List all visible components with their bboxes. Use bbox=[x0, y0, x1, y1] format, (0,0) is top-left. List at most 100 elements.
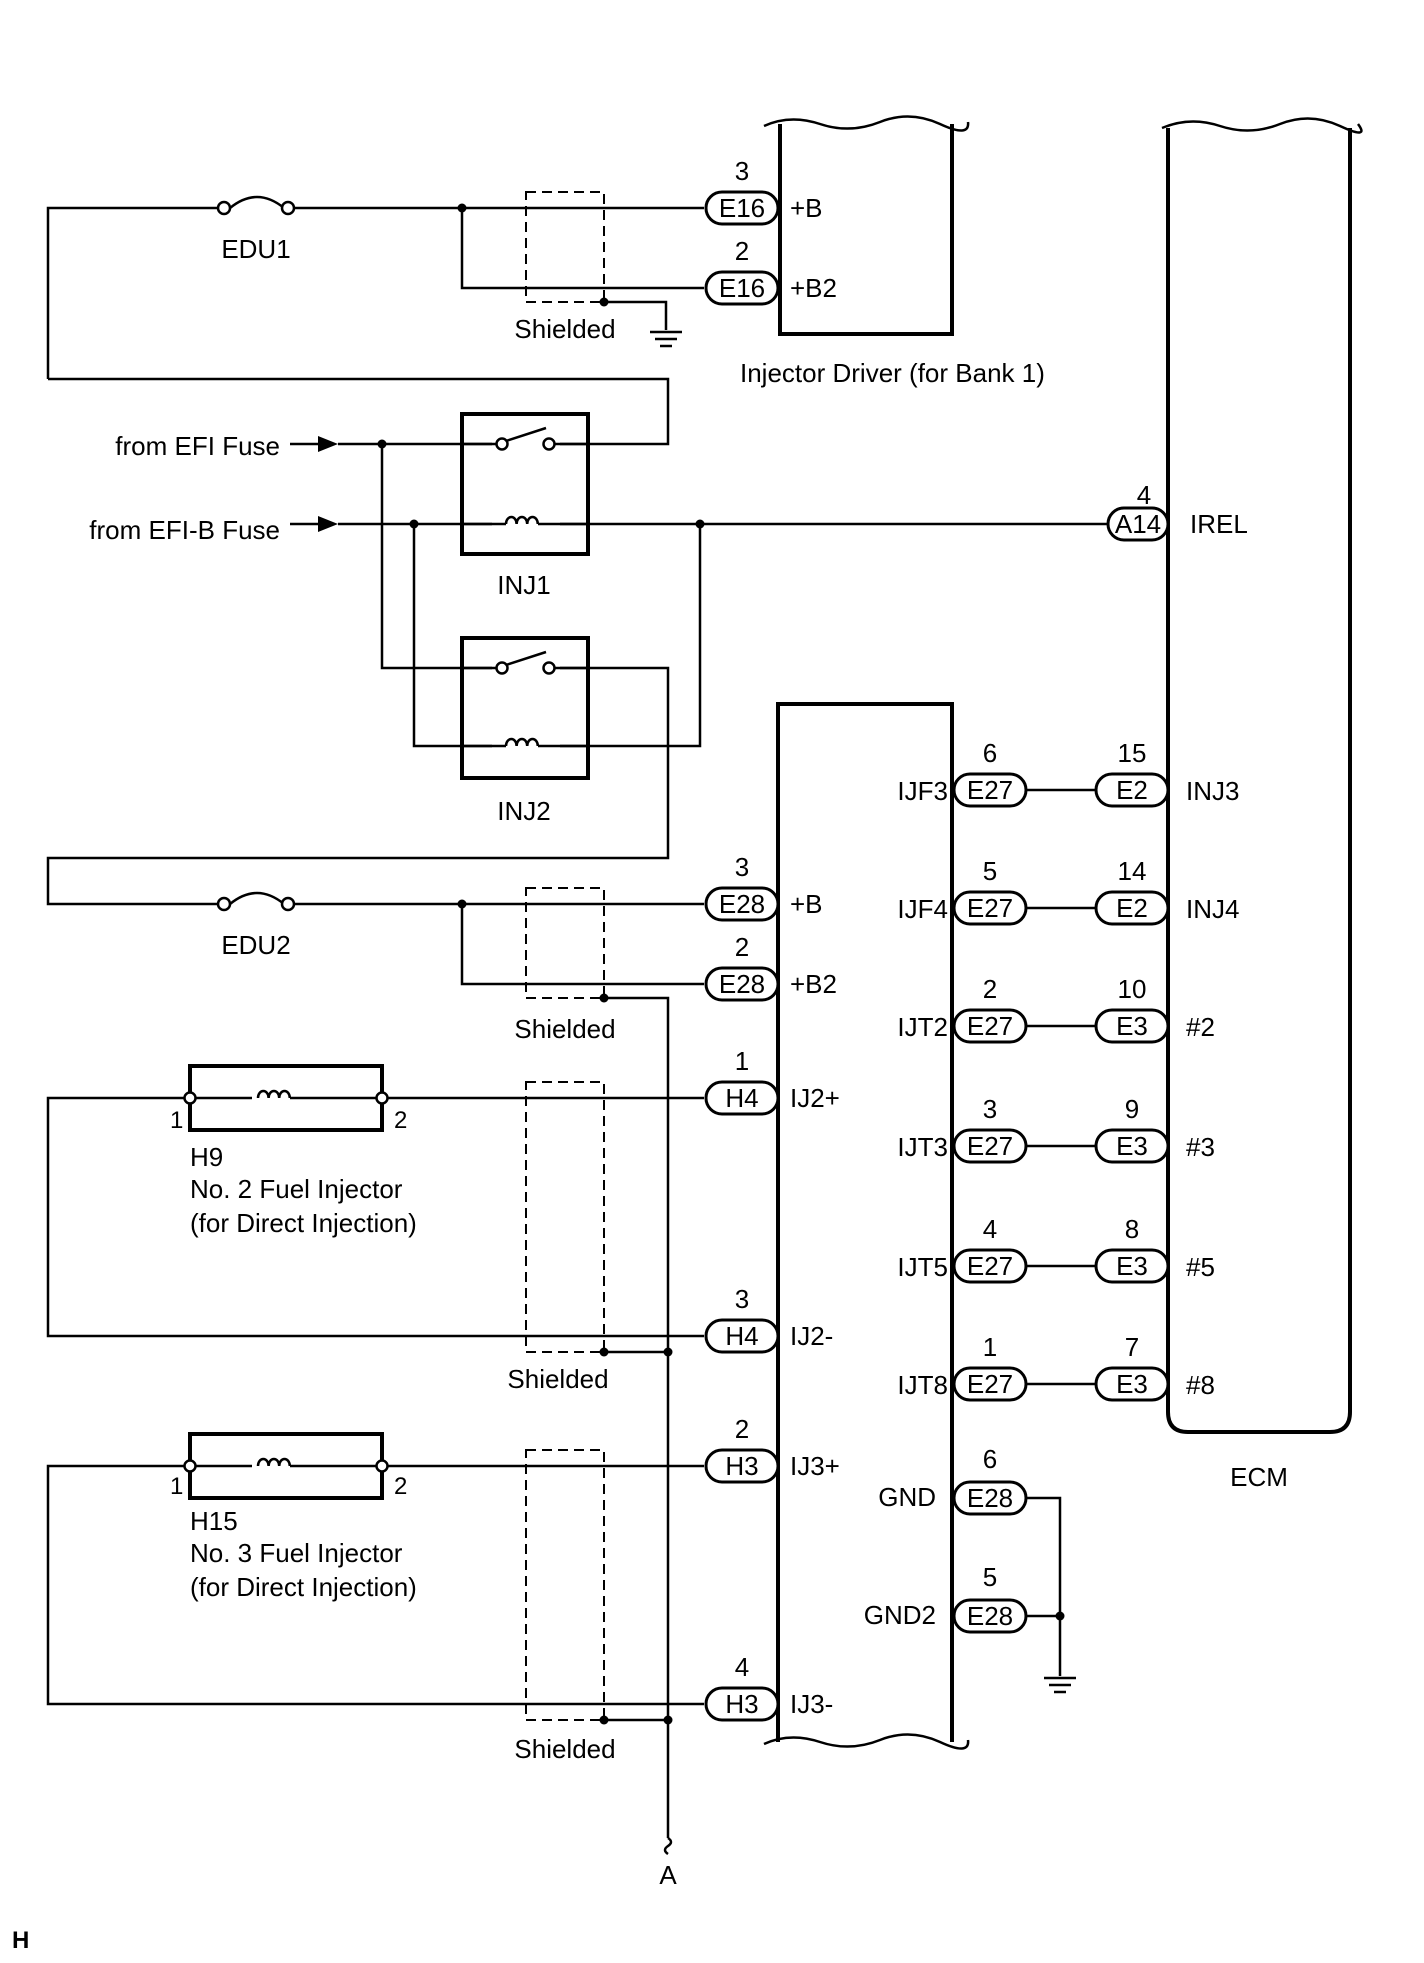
e16-connector-pin-2: 2 E16 +B2 bbox=[704, 236, 837, 306]
signal-label: IJ3+ bbox=[790, 1451, 840, 1481]
link-ijt5-no5: IJT5 4 E27 8 E3 #5 bbox=[897, 1214, 1215, 1284]
ecm-signal-label: INJ3 bbox=[1186, 776, 1239, 806]
signal-label: +B bbox=[790, 193, 823, 223]
inj2-relay-label: INJ2 bbox=[497, 796, 550, 826]
ecm-connector-id: E2 bbox=[1116, 893, 1148, 923]
h9-injector-circuit bbox=[46, 1064, 704, 1357]
connector-oval bbox=[704, 270, 780, 306]
ground-pin-number: 5 bbox=[983, 1562, 997, 1592]
e16-connector-pin-3: 3 E16 +B bbox=[704, 156, 823, 226]
connector-oval bbox=[704, 1448, 780, 1484]
edu2-circuit bbox=[216, 887, 704, 1856]
ecm-pin-number: 7 bbox=[1125, 1332, 1139, 1362]
efi-fuse-source-label: from EFI Fuse bbox=[115, 431, 280, 461]
ecm-pin-number: 14 bbox=[1118, 856, 1147, 886]
connector-id: H4 bbox=[725, 1321, 758, 1351]
ecm-pin-number: 8 bbox=[1125, 1214, 1139, 1244]
pin-number: 2 bbox=[735, 1414, 749, 1444]
pin-number: 3 bbox=[735, 852, 749, 882]
connector-id: E28 bbox=[719, 889, 765, 919]
connector-id: H4 bbox=[725, 1083, 758, 1113]
h9-pin1-label: 1 bbox=[170, 1107, 183, 1134]
driver-connector-id: E27 bbox=[967, 1369, 1013, 1399]
driver-signal-label: IJT2 bbox=[897, 1012, 948, 1042]
ecm-connector-id: E3 bbox=[1116, 1131, 1148, 1161]
connector-oval bbox=[1106, 506, 1170, 542]
ecm-pin-number: 10 bbox=[1118, 974, 1147, 1004]
connector-oval bbox=[704, 1080, 780, 1116]
link-ijf4-inj4: IJF4 5 E27 14 E2 INJ4 bbox=[897, 856, 1239, 926]
signal-label: IJ2+ bbox=[790, 1083, 840, 1113]
ecm-signal-label: INJ4 bbox=[1186, 894, 1239, 924]
ecm-connector-id: E3 bbox=[1116, 1011, 1148, 1041]
connector-oval bbox=[704, 190, 780, 226]
driver-signal-label: IJT5 bbox=[897, 1252, 948, 1282]
page-marker: H bbox=[12, 1927, 29, 1954]
pin-number: 4 bbox=[1137, 480, 1151, 510]
connector-id: A14 bbox=[1115, 509, 1161, 539]
h9-note-label: (for Direct Injection) bbox=[190, 1208, 417, 1238]
link-ijf3-inj3: IJF3 6 E27 15 E2 INJ3 bbox=[897, 738, 1239, 808]
ecm-connector-id: E3 bbox=[1116, 1369, 1148, 1399]
ground-connector-id: E28 bbox=[967, 1601, 1013, 1631]
pin-number: 2 bbox=[735, 236, 749, 266]
pin-number: 2 bbox=[735, 932, 749, 962]
link-ijt8-no8: IJT8 1 E27 7 E3 #8 bbox=[897, 1332, 1215, 1402]
ecm-connector-oval bbox=[1094, 1248, 1170, 1284]
h4-connector-pin-1: 1 H4 IJ2+ bbox=[704, 1046, 840, 1116]
ecm-connector-oval bbox=[1094, 772, 1170, 808]
ground-gnd: GND 6 E28 bbox=[878, 1444, 1028, 1516]
edu1-fuse-label: EDU1 bbox=[221, 234, 290, 264]
efi-b-fuse-source-label: from EFI-B Fuse bbox=[89, 515, 280, 545]
ecm-pin-number: 15 bbox=[1118, 738, 1147, 768]
h3-connector-pin-4: 4 H3 IJ3- bbox=[704, 1652, 833, 1722]
edu2-fuse-label: EDU2 bbox=[221, 930, 290, 960]
ecm-signal-label: #3 bbox=[1186, 1132, 1215, 1162]
connector-id: H3 bbox=[725, 1689, 758, 1719]
ground-connector-id: E28 bbox=[967, 1483, 1013, 1513]
h9-name-label: No. 2 Fuel Injector bbox=[190, 1174, 403, 1204]
link-ijt3-no3: IJT3 3 E27 9 E3 #3 bbox=[897, 1094, 1215, 1164]
driver-signal-label: IJT3 bbox=[897, 1132, 948, 1162]
h9-id-label: H9 bbox=[190, 1142, 223, 1172]
ecm-signal-label: #8 bbox=[1186, 1370, 1215, 1400]
signal-label: IREL bbox=[1190, 509, 1248, 539]
driver-connector-id: E27 bbox=[967, 893, 1013, 923]
inj1-relay bbox=[460, 412, 590, 556]
ground-pin-number: 6 bbox=[983, 1444, 997, 1474]
link-ijt2-no2: IJT2 2 E27 10 E3 #2 bbox=[897, 974, 1215, 1044]
signal-label: +B2 bbox=[790, 969, 837, 999]
h3-connector-pin-2: 2 H3 IJ3+ bbox=[704, 1414, 840, 1484]
h15-id-label: H15 bbox=[190, 1506, 238, 1536]
ecm-connector-oval bbox=[1094, 1128, 1170, 1164]
driver-pin-number: 2 bbox=[983, 974, 997, 1004]
ground-wiring bbox=[1026, 1496, 1078, 1694]
pin-number: 3 bbox=[735, 1284, 749, 1314]
ground-gnd2: GND2 5 E28 bbox=[864, 1562, 1028, 1634]
ground-ref-a: A bbox=[659, 1860, 677, 1890]
signal-label: +B bbox=[790, 889, 823, 919]
h15-name-label: No. 3 Fuel Injector bbox=[190, 1538, 403, 1568]
injector-driver-main-box bbox=[763, 702, 970, 1750]
ecm-label: ECM bbox=[1230, 1462, 1288, 1492]
pin-number: 4 bbox=[735, 1652, 749, 1682]
shielded-label-3: Shielded bbox=[507, 1364, 608, 1394]
inj1-relay-label: INJ1 bbox=[497, 570, 550, 600]
ecm-pin-number: 9 bbox=[1125, 1094, 1139, 1124]
injector-driver-top-box bbox=[763, 115, 970, 336]
driver-pin-number: 3 bbox=[983, 1094, 997, 1124]
e28-connector-pin-3: 3 E28 +B bbox=[704, 852, 823, 922]
ground-signal-label: GND2 bbox=[864, 1600, 936, 1630]
connector-id: E28 bbox=[719, 969, 765, 999]
a14-connector-irel: 4 A14 IREL bbox=[1106, 480, 1248, 542]
shielded-label-1: Shielded bbox=[514, 314, 615, 344]
ecm-connector-oval bbox=[1094, 890, 1170, 926]
connector-oval bbox=[704, 966, 780, 1002]
driver-signal-label: IJF3 bbox=[897, 776, 948, 806]
edu1-circuit bbox=[46, 191, 704, 446]
inj2-relay bbox=[460, 636, 590, 780]
h4-connector-pin-3: 3 H4 IJ2- bbox=[704, 1284, 833, 1354]
connector-id: E16 bbox=[719, 273, 765, 303]
ecm-connector-oval bbox=[1094, 1008, 1170, 1044]
